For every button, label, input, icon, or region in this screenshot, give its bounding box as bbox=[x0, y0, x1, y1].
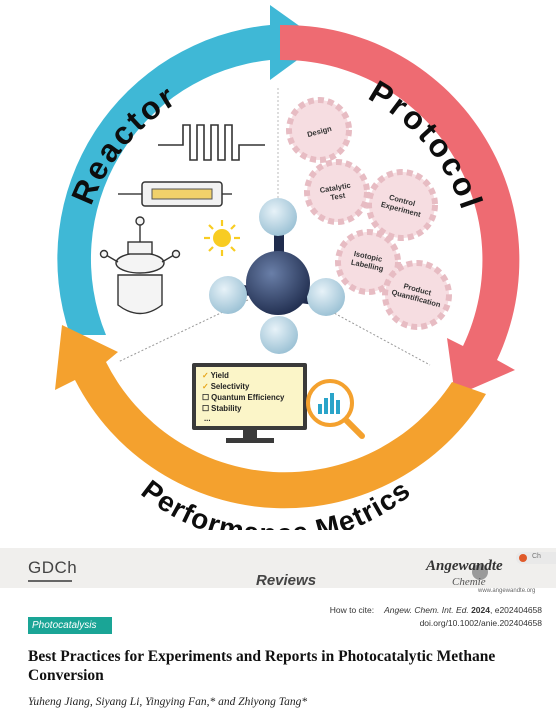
journal-logo-sub: Chemie bbox=[452, 576, 486, 588]
gear-design: Design bbox=[286, 97, 352, 163]
svg-text:...: ... bbox=[204, 414, 211, 423]
microreactor-coil-icon bbox=[158, 124, 265, 161]
sun-icon bbox=[204, 220, 240, 256]
svg-text:☐ Quantum Efficiency: ☐ Quantum Efficiency bbox=[202, 393, 285, 402]
svg-text:☐ Stability: ☐ Stability bbox=[202, 404, 242, 413]
gear-catalytic-test: Catalytic Test bbox=[304, 159, 370, 225]
gear-isotopic-labelling: Isotopic Labelling bbox=[335, 229, 401, 295]
svg-text:Catalytic Test: Catalytic Test bbox=[319, 180, 355, 204]
gear-control-experiment: Control Experiment bbox=[366, 169, 438, 241]
metrics-arc bbox=[55, 325, 486, 509]
divider-right bbox=[309, 299, 431, 366]
tube-reactor-icon bbox=[118, 181, 232, 207]
journal-seal-icon bbox=[472, 564, 488, 580]
society-logo-underline bbox=[28, 580, 72, 582]
how-to-cite: How to cite:Angew. Chem. Int. Ed. 2024, … bbox=[329, 605, 542, 615]
crossmark-badge[interactable]: Ch bbox=[516, 552, 556, 564]
svg-text:✓ Selectivity: ✓ Selectivity bbox=[202, 382, 250, 391]
journal-logo: Angewandte bbox=[426, 558, 503, 574]
batch-reactor-icon bbox=[99, 216, 181, 315]
article-title: Best Practices for Experiments and Repor… bbox=[28, 648, 496, 684]
gear-product-quantification: Product Quantification bbox=[382, 260, 452, 330]
journal-header-bar bbox=[0, 548, 556, 588]
crossmark-icon bbox=[519, 554, 527, 562]
monitor-checklist: ✓ Yield ✓ Selectivity ☐ Quantum Efficien… bbox=[192, 363, 307, 443]
journal-url[interactable]: www.angewandte.org bbox=[478, 588, 536, 594]
svg-text:✓ Yield: ✓ Yield bbox=[202, 371, 229, 380]
doi-link[interactable]: doi.org/10.1002/anie.202404658 bbox=[419, 618, 542, 628]
article-authors: Yuheng Jiang, Siyang Li, Yingying Fan,* … bbox=[28, 696, 308, 708]
magnifier-chart-icon bbox=[306, 379, 365, 439]
graphical-abstract: Reactor Protocol Performance Metrics bbox=[55, 5, 520, 530]
protocol-arc bbox=[280, 24, 520, 397]
section-label: Reviews bbox=[256, 572, 317, 589]
category-badge: Photocatalysis bbox=[28, 617, 112, 634]
society-logo: GDCh bbox=[28, 558, 78, 577]
methane-molecule-icon bbox=[209, 198, 345, 354]
